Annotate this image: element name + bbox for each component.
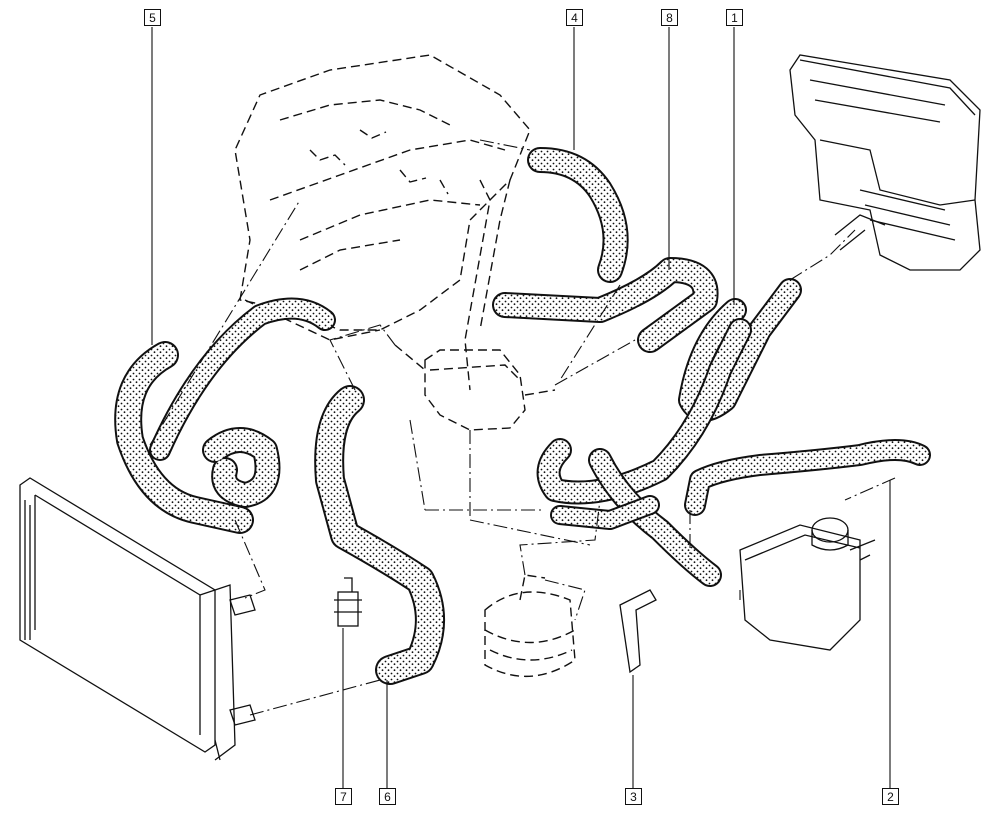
callout-3: 3	[625, 788, 642, 805]
callout-5: 5	[144, 9, 161, 26]
hose-1-heater-feed	[536, 278, 802, 587]
bracket	[619, 589, 657, 674]
callout-8: 8	[661, 9, 678, 26]
filter-canister	[484, 574, 576, 678]
hose-6-lower	[314, 385, 445, 685]
hose-8-heater	[492, 257, 719, 353]
heater-core	[789, 54, 981, 271]
hose-2-expansion	[684, 439, 931, 516]
callout-1: 1	[726, 9, 743, 26]
expansion-tank	[739, 517, 876, 651]
callout-2: 2	[882, 788, 899, 805]
temperature-sensor	[334, 577, 362, 627]
radiator	[19, 477, 256, 761]
hose-5-bypass	[114, 297, 336, 534]
connection-lines	[149, 139, 896, 716]
engine-block-outline	[234, 54, 531, 391]
callout-7: 7	[335, 788, 352, 805]
callout-4: 4	[566, 9, 583, 26]
thermostat-housing	[394, 344, 556, 431]
hose-4-upper	[527, 147, 629, 283]
callout-6: 6	[379, 788, 396, 805]
leader-lines	[151, 27, 891, 788]
